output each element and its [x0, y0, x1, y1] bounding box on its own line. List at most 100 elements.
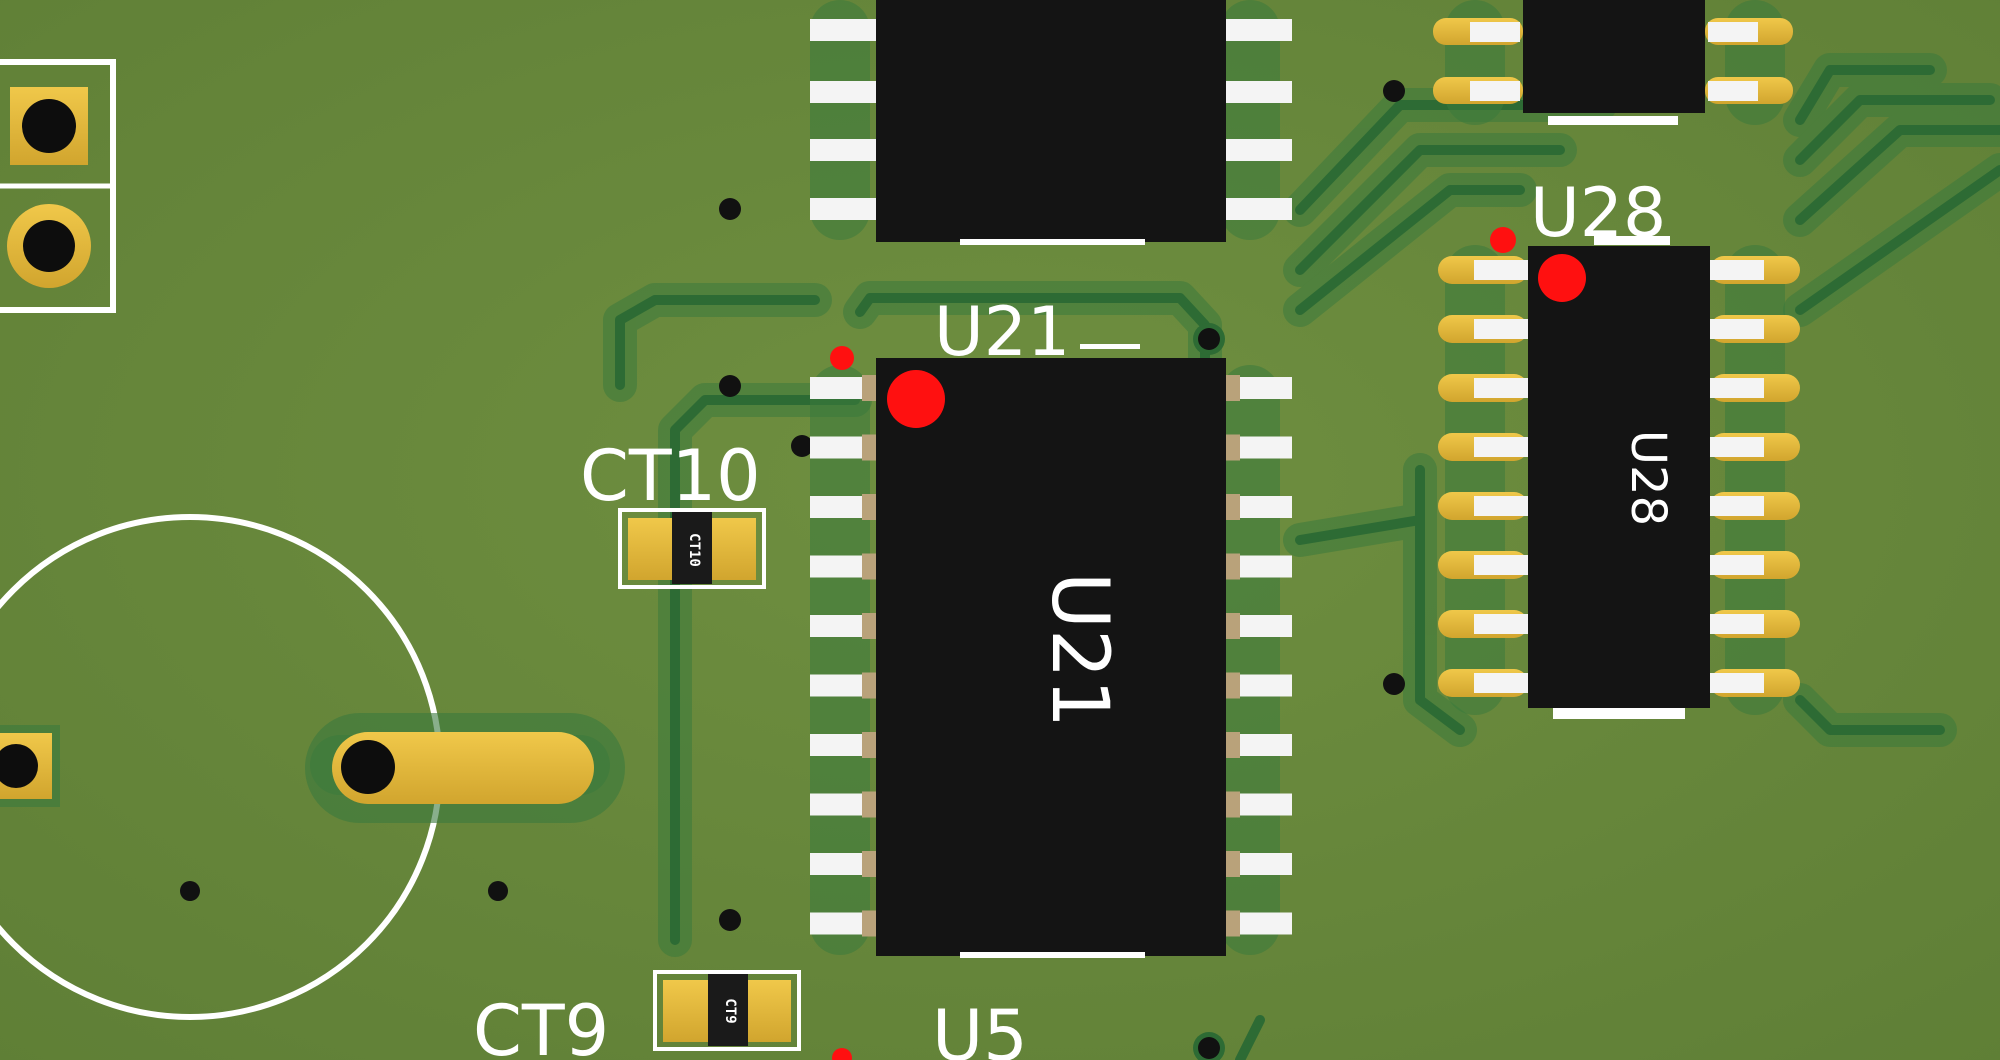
- u21-pin: [1226, 734, 1292, 756]
- u21-pin: [1226, 496, 1292, 518]
- u21-pin: [810, 496, 876, 518]
- u21-pin-solder: [1226, 910, 1240, 937]
- via: [1383, 673, 1405, 695]
- via: [1383, 80, 1405, 102]
- u21-pin: [1226, 853, 1292, 875]
- u21-pin: [1226, 555, 1292, 578]
- u21-pin-solder: [862, 434, 876, 461]
- u28-pin: [1474, 614, 1528, 634]
- ct10-silkscreen-label: CT10: [580, 435, 761, 517]
- u21-pin: [810, 734, 876, 756]
- drill-hole: [341, 740, 395, 794]
- u21-pin-solder: [862, 732, 876, 758]
- u28-pin: [1474, 378, 1528, 398]
- u21-pin: [810, 377, 876, 399]
- u21-pin: [1226, 615, 1292, 637]
- ct10-body: [672, 512, 712, 584]
- u21-pin: [810, 853, 876, 875]
- u28-pins: [1438, 256, 1800, 697]
- u28-pin1-dot: [1490, 227, 1516, 253]
- u21-pin-solder: [862, 494, 876, 520]
- u21-pin-solder: [862, 375, 876, 401]
- u21-pin: [810, 615, 876, 637]
- u21-pin-solder: [862, 851, 876, 877]
- via: [488, 881, 508, 901]
- ct10-cap-label: CT10: [686, 533, 702, 567]
- copper-traces: [310, 0, 2000, 1060]
- u21-pin-solder: [1226, 613, 1240, 639]
- ic-body: [1523, 0, 1705, 113]
- u28-pin: [1710, 673, 1764, 693]
- u21-pin: [810, 674, 876, 697]
- u21-pin: [1226, 436, 1292, 459]
- u21-pin: [810, 912, 876, 935]
- drill-hole: [23, 220, 75, 272]
- u28-pin: [1710, 260, 1764, 280]
- u21-pin-solder: [862, 613, 876, 639]
- ct9-cap-label: CT9: [722, 998, 738, 1023]
- u28-pin: [1710, 555, 1764, 575]
- u28-pin: [1710, 437, 1764, 457]
- u28-pin: [1474, 555, 1528, 575]
- u21-pin-solder: [862, 791, 876, 818]
- u28-pin: [1710, 496, 1764, 516]
- round-component: [0, 514, 625, 1020]
- u21-pin-solder: [1226, 553, 1240, 580]
- pin-header: [0, 59, 116, 313]
- u28-pin: [1710, 614, 1764, 634]
- u21-pin: [1226, 377, 1292, 399]
- u28-pin: [1474, 260, 1528, 280]
- drill-hole: [0, 744, 38, 788]
- u21-pin-solder: [862, 672, 876, 699]
- ct10-outline: [618, 508, 766, 589]
- u21-pin: [810, 793, 876, 816]
- vias: [180, 80, 1405, 1060]
- u21-pin: [810, 436, 876, 459]
- u28-pin: [1474, 319, 1528, 339]
- u21-pin-solder: [1226, 434, 1240, 461]
- u5-pin1-dot: [832, 1048, 852, 1060]
- u21-pin-solder: [1226, 494, 1240, 520]
- u21-pins: [810, 375, 1292, 937]
- capacitor-ct9: CT9 CT9: [473, 970, 801, 1060]
- u28-pin: [1710, 378, 1764, 398]
- u21-pin-solder: [1226, 672, 1240, 699]
- u28-pin1-marker: [1538, 254, 1586, 302]
- via: [1198, 1037, 1220, 1059]
- u21-pin-solder: [1226, 732, 1240, 758]
- via: [1198, 328, 1220, 350]
- ic-u28: U28 U28: [1438, 174, 1800, 719]
- u28-pin: [1710, 319, 1764, 339]
- via: [719, 198, 741, 220]
- u21-silkscreen-label: U21: [934, 293, 1070, 372]
- via: [180, 881, 200, 901]
- u21-pin1-marker: [887, 370, 945, 428]
- ic-top-right: [1433, 0, 1793, 125]
- u21-pin-solder: [1226, 375, 1240, 401]
- ct9-body: [708, 974, 748, 1046]
- u5-silkscreen-label: U5: [932, 995, 1028, 1060]
- u21-pin1-dot: [830, 346, 854, 370]
- ic-u21: U21 U21: [810, 293, 1292, 958]
- u28-silkscreen-label: U28: [1530, 174, 1666, 253]
- ct9-outline: [653, 970, 801, 1051]
- u21-pin-solder: [1226, 791, 1240, 818]
- u28-chip-label: U28: [1620, 430, 1676, 526]
- slot-pad: [332, 732, 594, 804]
- u21-pin: [810, 555, 876, 578]
- u28-pin: [1474, 673, 1528, 693]
- u21-pin: [1226, 912, 1292, 935]
- via: [719, 909, 741, 931]
- ic-body: [876, 0, 1226, 242]
- u21-chip-label: U21: [1034, 572, 1124, 728]
- via: [719, 375, 741, 397]
- u21-pin-solder: [862, 553, 876, 580]
- capacitor-ct10: CT10 CT10: [580, 435, 766, 589]
- u28-body: [1528, 246, 1710, 708]
- u21-pin: [1226, 674, 1292, 697]
- u21-body: [876, 358, 1226, 956]
- u28-pin: [1474, 437, 1528, 457]
- drill-hole: [22, 99, 76, 153]
- via: [791, 435, 813, 457]
